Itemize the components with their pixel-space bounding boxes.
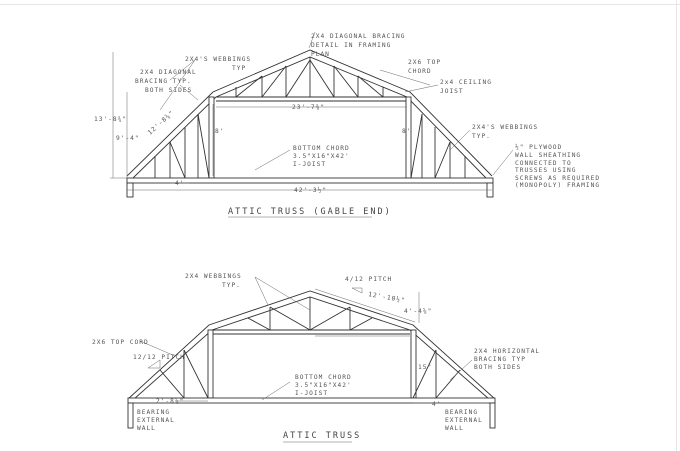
label-webbings-right-1: 2X4'S WEBBINGS (472, 124, 538, 131)
dim-left-offset: 2'-8⅝" (156, 397, 184, 405)
dim-rise: 4'-4⅝" (404, 307, 432, 315)
label-plywood-5: SCREWS AS REQUIRED (515, 175, 600, 182)
label-plywood-1: ½" PLYWOOD (515, 143, 562, 151)
upper-webbings (235, 57, 384, 98)
label-plywood-3: CONNECTED TO (515, 160, 572, 167)
upper-pitch-triangle (351, 287, 363, 294)
dim-web-spacing: 4' (432, 401, 441, 408)
label-top-cord: 2X6 TOP CORD (92, 339, 149, 346)
dimension-lines (139, 276, 488, 404)
label-webbings-right-2: TYP. (472, 133, 491, 140)
label-ceiling-joist-2: JOIST (440, 88, 464, 95)
label-bearing-left-1: BEARING (137, 409, 170, 416)
label-bearing-right-3: WALL (445, 425, 464, 432)
label-horizontal-bracing-2: BRACING TYP (474, 356, 526, 363)
label-diag-bracing-2: BRACING TYP. (135, 78, 192, 85)
label-plywood-4: TRUSSES USING (515, 167, 576, 174)
left-wall-stud (207, 329, 214, 399)
top-chord-outer (126, 49, 493, 177)
label-diag-bracing-3: BOTH SIDES (145, 87, 192, 94)
label-webbings-1: 2X4 WEBBINGS (185, 273, 242, 280)
label-bottom-chord-1: BOTTOM CHORD (295, 374, 352, 381)
label-diag-bracing-detail-1: 2X4 DIAGONAL BRACING (311, 33, 406, 40)
upper-webbings (247, 297, 373, 331)
label-webbings-left-2: TYP (232, 65, 246, 72)
attic-truss-title: ATTIC TRUSS (283, 431, 361, 441)
label-top-chord-1: 2X6 TOP (408, 59, 441, 66)
label-webbings-2: TYP. (222, 282, 241, 289)
label-horizontal-bracing-1: 2X4 HORIZONTAL (474, 348, 540, 355)
left-side-webbings (154, 113, 210, 179)
right-bearing-wall (489, 402, 496, 429)
label-bearing-right-2: EXTERNAL (445, 417, 483, 424)
label-upper-pitch: 4/12 PITCH (345, 276, 392, 283)
label-diag-bracing-1: 2X4 DIAGONAL (140, 69, 197, 76)
gable-end-truss: 2X4 DIAGONAL BRACING DETAIL IN FRAMING P… (94, 31, 600, 218)
dim-total-height: 13'-8¾" (94, 115, 127, 123)
label-bottom-chord-2: 3.5"X16"X42' (295, 382, 352, 389)
right-side-webbings (410, 113, 466, 179)
label-bottom-chord-3: I-JOIST (293, 161, 326, 168)
dim-ceiling-width: 23'-7⅜" (292, 103, 325, 111)
bottom-chord (126, 177, 494, 184)
label-plywood-2: WALL SHEATHING (515, 152, 581, 159)
dim-left-stud: 8' (215, 128, 224, 135)
gable-end-title: ATTIC TRUSS (GABLE END) (228, 207, 392, 217)
left-bearing-wall (127, 402, 134, 429)
right-wall-stud (405, 96, 412, 179)
label-horizontal-bracing-3: BOTH SIDES (474, 364, 521, 371)
label-bottom-chord-1: BOTTOM CHORD (293, 145, 350, 152)
label-plywood-6: (MONOPOLY) FRAMING (515, 182, 600, 189)
right-wall-stud (410, 329, 417, 399)
dim-upper-slope: 12'-10½" (368, 290, 407, 304)
dim-web-spacing: 4' (175, 180, 184, 187)
label-bearing-right-1: BEARING (445, 409, 478, 416)
sheet-border-right (676, 0, 677, 451)
label-diag-bracing-detail-3: PLAN (311, 51, 330, 58)
dimension-lines (110, 31, 514, 191)
top-chord-outer (127, 290, 496, 400)
label-bottom-chord-3: I-JOIST (295, 390, 328, 397)
attic-truss: 2X4 WEBBINGS TYP. 4/12 PITCH 12'-10½" 4'… (92, 273, 540, 443)
sheet-border-top (0, 4, 680, 5)
label-top-chord-2: CHORD (408, 68, 432, 75)
label-lower-pitch: 12/12 PITCH (133, 354, 185, 361)
dim-stud-offset: 15" (418, 364, 432, 371)
label-webbings-left-1: 2X4'S WEBBINGS (185, 56, 251, 63)
lower-pitch-triangle (147, 359, 161, 369)
label-diag-bracing-detail-2: DETAIL IN FRAMING (311, 42, 391, 49)
bottom-chord (127, 397, 496, 404)
label-bearing-left-3: WALL (137, 425, 156, 432)
label-bearing-left-2: EXTERNAL (137, 417, 175, 424)
dim-overall-span: 42'-3½" (294, 186, 327, 194)
label-bottom-chord-2: 3.5"X16"X42' (293, 153, 350, 160)
label-ceiling-joist-1: 2x4 CEILING (440, 79, 492, 86)
dim-wall-height: 9'-4" (116, 135, 140, 142)
dim-right-stud: 8' (402, 128, 411, 135)
